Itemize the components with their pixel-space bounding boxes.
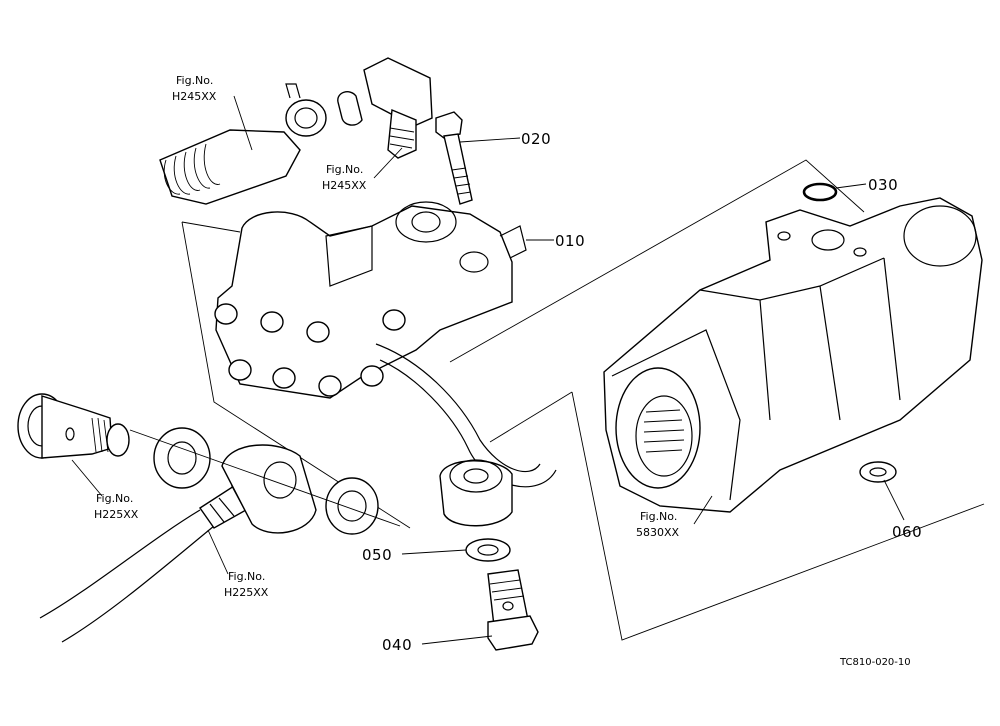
sealing-washer-1 [153, 427, 211, 489]
figure-ref-label: Fig.No. [326, 163, 363, 176]
elbow-fitting [363, 57, 433, 159]
figure-ref-code: H245XX [172, 90, 217, 103]
banjo-bolt-040 [487, 569, 539, 651]
part-number-030: 030 [868, 176, 898, 194]
banjo-fitting [221, 444, 317, 534]
washer-050 [465, 538, 511, 562]
figure-ref-label: Fig.No. [228, 570, 265, 583]
sealing-washer-2 [325, 477, 379, 535]
o-ring-030 [802, 182, 838, 202]
part-number-060: 060 [892, 523, 922, 541]
part-number-040: 040 [382, 636, 412, 654]
figure-ref-code: H225XX [94, 508, 139, 521]
figure-ref-label: Fig.No. [176, 74, 213, 87]
bolt-020 [435, 111, 473, 205]
washer-060 [859, 461, 897, 483]
hose-nipple [337, 91, 363, 126]
part-number-050: 050 [362, 546, 392, 564]
leader-lines [71, 95, 905, 645]
figure-ref-code: H245XX [322, 179, 367, 192]
figure-ref-2: Fig.No. H245XX [322, 163, 367, 192]
suction-filter [159, 129, 301, 205]
figure-ref-5: Fig.No. 5830XX [636, 510, 680, 539]
figure-ref-code: H225XX [224, 586, 269, 599]
figure-ref-3: Fig.No. H225XX [94, 492, 139, 521]
hose-clamp [285, 83, 327, 137]
part-number-020: 020 [521, 130, 551, 148]
hydraulic-hose [39, 466, 271, 643]
drawing-code: TC810-020-10 [839, 657, 911, 668]
figure-ref-label: Fig.No. [640, 510, 677, 523]
steel-pipe [375, 343, 557, 488]
hydraulic-pump [603, 197, 983, 513]
figure-ref-code: 5830XX [636, 526, 680, 539]
figure-ref-1: Fig.No. H245XX [172, 74, 217, 103]
part-number-010: 010 [555, 232, 585, 250]
valve-bolt-heads [214, 303, 406, 397]
figure-ref-4: Fig.No. H225XX [224, 570, 269, 599]
banjo-bolt-left [17, 393, 130, 459]
figure-ref-label: Fig.No. [96, 492, 133, 505]
pump-group-outline [489, 391, 985, 641]
valve-assembly-010 [214, 201, 527, 399]
pipe-banjo-eye [439, 459, 513, 527]
